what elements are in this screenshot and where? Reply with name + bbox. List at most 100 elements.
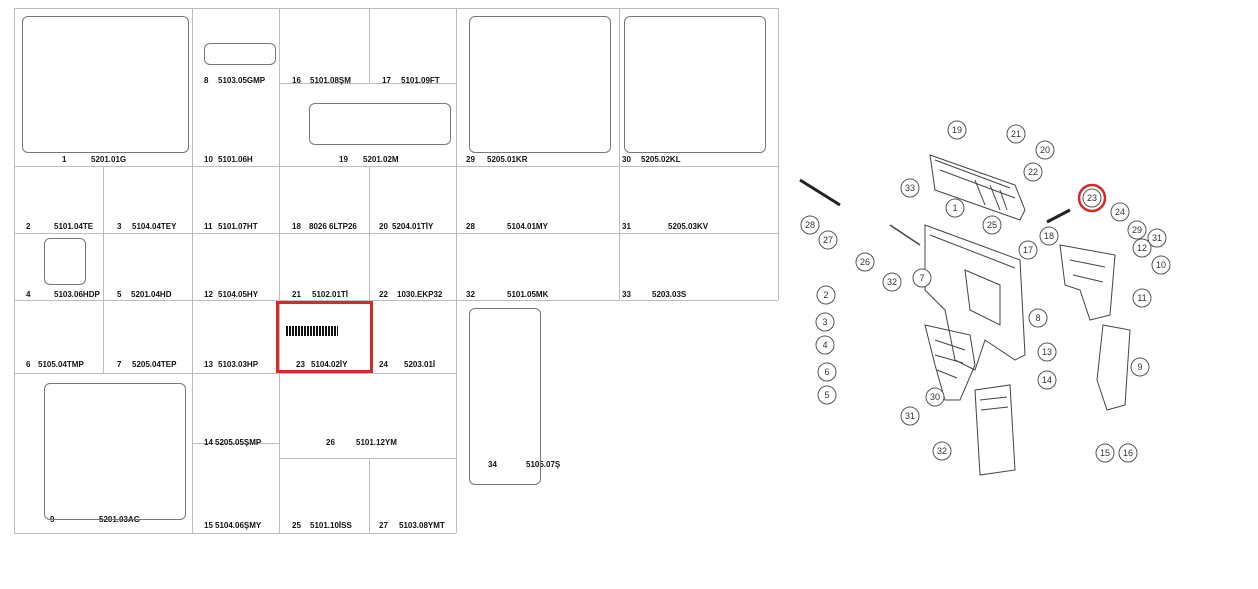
table-gridline bbox=[14, 8, 15, 533]
callout-28: 28 bbox=[800, 215, 820, 235]
part-code-label: 5104.01MY bbox=[507, 222, 548, 231]
part-number-label: 28 bbox=[466, 222, 475, 231]
part-number-label: 17 bbox=[382, 76, 391, 85]
callout-circle bbox=[1039, 226, 1059, 246]
table-gridline bbox=[14, 300, 778, 301]
callout-32: 32 bbox=[882, 272, 902, 292]
callout-22: 22 bbox=[1023, 162, 1043, 182]
callout-label: 2 bbox=[823, 290, 828, 300]
table-gridline bbox=[14, 233, 778, 234]
callout-circle bbox=[1037, 370, 1057, 390]
callout-label: 19 bbox=[952, 125, 962, 135]
callout-33: 33 bbox=[900, 178, 920, 198]
callout-label: 9 bbox=[1137, 362, 1142, 372]
callout-circle bbox=[1151, 255, 1171, 275]
part-number-label: 10 bbox=[204, 155, 213, 164]
callout-19: 19 bbox=[947, 120, 967, 140]
callout-circle bbox=[1082, 188, 1102, 208]
callout-label: 18 bbox=[1044, 231, 1054, 241]
callout-32: 32 bbox=[932, 441, 952, 461]
callout-circle bbox=[818, 230, 838, 250]
callout-circle bbox=[817, 362, 837, 382]
callout-label: 20 bbox=[1040, 145, 1050, 155]
part-number-label: 34 bbox=[488, 460, 497, 469]
part-number-label: 26 bbox=[326, 438, 335, 447]
callout-17: 17 bbox=[1018, 240, 1038, 260]
callout-11: 11 bbox=[1132, 288, 1152, 308]
callout-circle bbox=[900, 406, 920, 426]
part-code-label: 5203.03S bbox=[652, 290, 687, 299]
callout-21: 21 bbox=[1006, 124, 1026, 144]
part-code-label: 5101.12YM bbox=[356, 438, 397, 447]
callout-label: 21 bbox=[1011, 129, 1021, 139]
callout-label: 3 bbox=[822, 317, 827, 327]
table-gridline bbox=[279, 458, 456, 459]
part-illustration bbox=[469, 308, 541, 485]
spring-23-drawing bbox=[1046, 208, 1071, 224]
part-number-label: 30 bbox=[622, 155, 631, 164]
part-number-label: 7 bbox=[117, 360, 122, 369]
callout-circle bbox=[1147, 228, 1167, 248]
part-illustration bbox=[22, 16, 189, 153]
callout-circle bbox=[1110, 202, 1130, 222]
table-gridline bbox=[14, 166, 778, 167]
part-number-label: 33 bbox=[622, 290, 631, 299]
part-code-label: 5102.01Tİ bbox=[312, 290, 349, 299]
table-gridline bbox=[103, 166, 104, 373]
part-number-label: 12 bbox=[204, 290, 213, 299]
part-code-label: 5101.10İSS bbox=[310, 521, 352, 530]
callout-circle bbox=[1127, 220, 1147, 240]
part-code-label: 5104.04TEY bbox=[132, 222, 177, 231]
callout-label: 12 bbox=[1137, 243, 1147, 253]
part-number-label: 6 bbox=[26, 360, 31, 369]
highlight-circle-23 bbox=[1077, 183, 1107, 213]
part-code-label: 5104.02İY bbox=[311, 360, 348, 369]
table-gridline bbox=[192, 8, 193, 533]
callout-circle bbox=[1035, 140, 1055, 160]
table-gridline bbox=[279, 83, 456, 84]
part-code-label: 5204.01TİY bbox=[392, 222, 434, 231]
part-number-label: 25 bbox=[292, 521, 301, 530]
table-gridline bbox=[14, 373, 456, 374]
part-number-label: 16 bbox=[292, 76, 301, 85]
part-number-label: 15 bbox=[204, 521, 213, 530]
part-code-label: 5101.05MK bbox=[507, 290, 549, 299]
part-number-label: 27 bbox=[379, 521, 388, 530]
part-code-label: 5101.06H bbox=[218, 155, 253, 164]
callout-5: 5 bbox=[817, 385, 837, 405]
part-number-label: 8 bbox=[204, 76, 209, 85]
callout-label: 30 bbox=[930, 392, 940, 402]
slide-drawing bbox=[929, 154, 1026, 221]
callout-circle bbox=[1132, 288, 1152, 308]
callout-label: 32 bbox=[937, 446, 947, 456]
callout-circle bbox=[925, 387, 945, 407]
callout-circle bbox=[800, 215, 820, 235]
part-code-label: 5203.01İ bbox=[404, 360, 436, 369]
callout-circle bbox=[932, 441, 952, 461]
part-code-label: 5104.05HY bbox=[218, 290, 259, 299]
callout-label: 14 bbox=[1042, 375, 1052, 385]
part-code-label: 5205.03KV bbox=[668, 222, 709, 231]
callout-2: 2 bbox=[816, 285, 836, 305]
part-number-label: 2 bbox=[26, 222, 31, 231]
part-illustration bbox=[624, 16, 766, 153]
callout-label: 7 bbox=[919, 273, 924, 283]
part-code-label: 5101.08ŞM bbox=[310, 76, 351, 85]
callout-circle bbox=[817, 385, 837, 405]
callout-label: 28 bbox=[805, 220, 815, 230]
part-number-label: 19 bbox=[339, 155, 348, 164]
callout-label: 6 bbox=[824, 367, 829, 377]
callout-circle bbox=[945, 198, 965, 218]
part-code-label: 8026 6LTP26 bbox=[309, 222, 357, 231]
callout-26: 26 bbox=[855, 252, 875, 272]
part-number-label: 23 bbox=[296, 360, 305, 369]
callout-23: 23 bbox=[1082, 188, 1102, 208]
part-code-label: 5105.04TMP bbox=[38, 360, 84, 369]
part-number-label: 13 bbox=[204, 360, 213, 369]
callout-label: 31 bbox=[1152, 233, 1162, 243]
callout-circle bbox=[816, 285, 836, 305]
callout-label: 1 bbox=[952, 203, 957, 213]
